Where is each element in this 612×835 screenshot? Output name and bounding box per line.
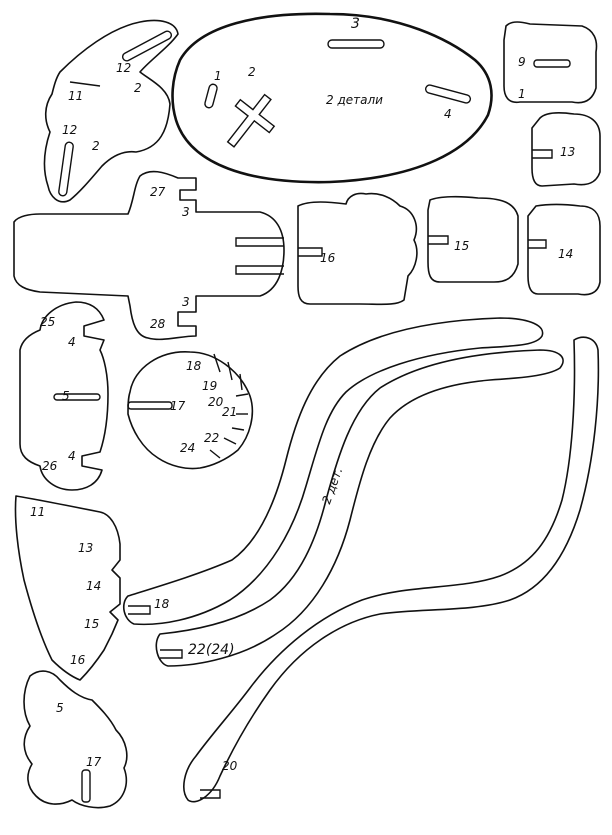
label-head-2: 2 <box>134 81 142 95</box>
body-oval-piece: 3 1 2 2 детали 4 <box>171 12 493 184</box>
rect-piece-13: 13 <box>531 112 601 187</box>
label-fan-18: 18 <box>186 359 202 373</box>
label-tail-5: 5 <box>56 701 64 715</box>
label-body-4: 4 <box>444 107 452 121</box>
label-head-12-low: 12 <box>62 123 77 137</box>
tail-piece: 11 13 14 15 16 5 17 <box>14 495 128 809</box>
frame-piece: 27 3 3 28 <box>13 170 285 341</box>
small-frame-slot <box>53 393 101 401</box>
label-frame-3b: 3 <box>182 295 190 309</box>
label-body-note: 2 детали <box>326 93 383 107</box>
label-frame-28: 28 <box>150 317 166 331</box>
tail-slot-17 <box>81 769 91 803</box>
rect-slot-9 <box>533 59 571 68</box>
head-piece: 12 2 11 12 2 <box>43 19 179 203</box>
body-slot-1 <box>204 83 218 109</box>
label-tail-17: 17 <box>86 755 102 769</box>
leg-piece-15: 15 <box>427 195 519 283</box>
label-head-2-low: 2 <box>92 139 100 153</box>
label-rect-13: 13 <box>560 145 575 159</box>
label-small-4a: 4 <box>68 335 76 349</box>
leg-piece-14: 14 <box>527 203 601 296</box>
label-body-1: 1 <box>214 69 222 83</box>
body-cross-slot <box>226 93 276 148</box>
label-tail-13: 13 <box>78 541 93 555</box>
label-body-2: 2 <box>248 65 256 79</box>
head-slot-12 <box>121 30 173 62</box>
label-small-4b: 4 <box>68 449 76 463</box>
fan-piece: 18 19 20 21 17 22 24 <box>127 351 254 470</box>
label-neck-22: 22(24) <box>188 642 235 658</box>
label-neck-18: 18 <box>154 597 170 611</box>
body-slot-4 <box>424 84 472 104</box>
label-fan-24: 24 <box>180 441 195 455</box>
label-fan-17: 17 <box>170 399 186 413</box>
small-frame-piece: 25 4 5 4 26 <box>19 301 109 491</box>
label-small-26: 26 <box>42 459 58 473</box>
label-leg-16: 16 <box>320 251 336 265</box>
head-slot-12b <box>58 141 74 197</box>
label-tail-15: 15 <box>84 617 99 631</box>
label-leg-14: 14 <box>558 247 573 261</box>
leg-piece-16: 16 <box>297 192 418 306</box>
label-fan-21: 21 <box>222 405 237 419</box>
label-head-11: 11 <box>68 89 83 103</box>
label-small-25: 25 <box>40 315 55 329</box>
label-rect-1: 1 <box>518 87 526 101</box>
label-fan-20: 20 <box>208 395 224 409</box>
long-curve-piece: 20 <box>183 336 600 803</box>
label-tail-14: 14 <box>86 579 101 593</box>
fan-slot <box>127 401 173 410</box>
label-leg-15: 15 <box>454 239 469 253</box>
label-frame-3a: 3 <box>182 205 190 219</box>
label-tail-11: 11 <box>30 505 45 519</box>
label-fan-22: 22 <box>204 431 219 445</box>
body-slot-3 <box>327 39 385 49</box>
label-body-3: 3 <box>351 16 360 32</box>
label-neck-note: 2 дет. <box>319 465 345 505</box>
label-tail-16: 16 <box>70 653 86 667</box>
label-small-5: 5 <box>62 389 70 403</box>
label-fan-19: 19 <box>202 379 217 393</box>
label-frame-27: 27 <box>150 185 166 199</box>
label-head-12: 12 <box>116 61 131 75</box>
label-long-20: 20 <box>222 759 238 773</box>
label-rect-9: 9 <box>518 55 526 69</box>
rect-piece-9: 9 1 <box>503 21 598 104</box>
